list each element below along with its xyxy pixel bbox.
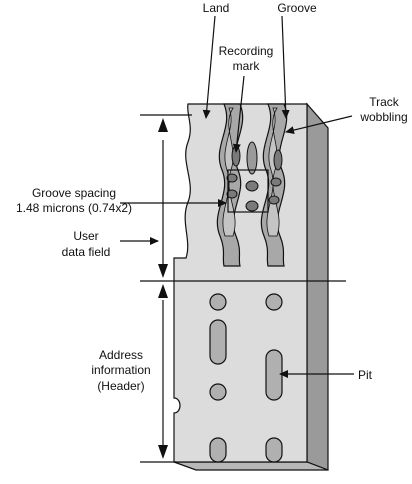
- label-groove-spacing-2: 1.48 microns (0.74x2): [16, 201, 132, 215]
- land-leader: [202, 15, 216, 119]
- label-address-1: Address: [99, 348, 143, 362]
- groove-leader: [281, 15, 290, 119]
- label-recording-mark-1: Recording: [219, 44, 274, 58]
- recording-mark-leader: [232, 75, 245, 153]
- block-front-face: [173, 103, 308, 463]
- label-address-2: information: [91, 363, 150, 377]
- label-groove-spacing-1: Groove spacing: [32, 186, 116, 200]
- block-side-face: [306, 102, 329, 471]
- label-user-data-1: User: [73, 229, 98, 243]
- block-bottom-face: [173, 461, 329, 471]
- label-recording-mark-2: mark: [233, 59, 261, 73]
- track-wobbling-leader: [285, 115, 353, 135]
- label-address-3: (Header): [97, 379, 144, 393]
- label-track-wobbling-1: Track: [369, 95, 400, 109]
- label-groove: Groove: [277, 1, 317, 15]
- label-user-data-2: data field: [62, 245, 111, 259]
- label-pit: Pit: [358, 368, 373, 382]
- header-pits: [209, 293, 283, 463]
- groove-spacing-box: [227, 169, 269, 213]
- label-land: Land: [203, 1, 230, 15]
- label-track-wobbling-2: wobbling: [359, 110, 407, 124]
